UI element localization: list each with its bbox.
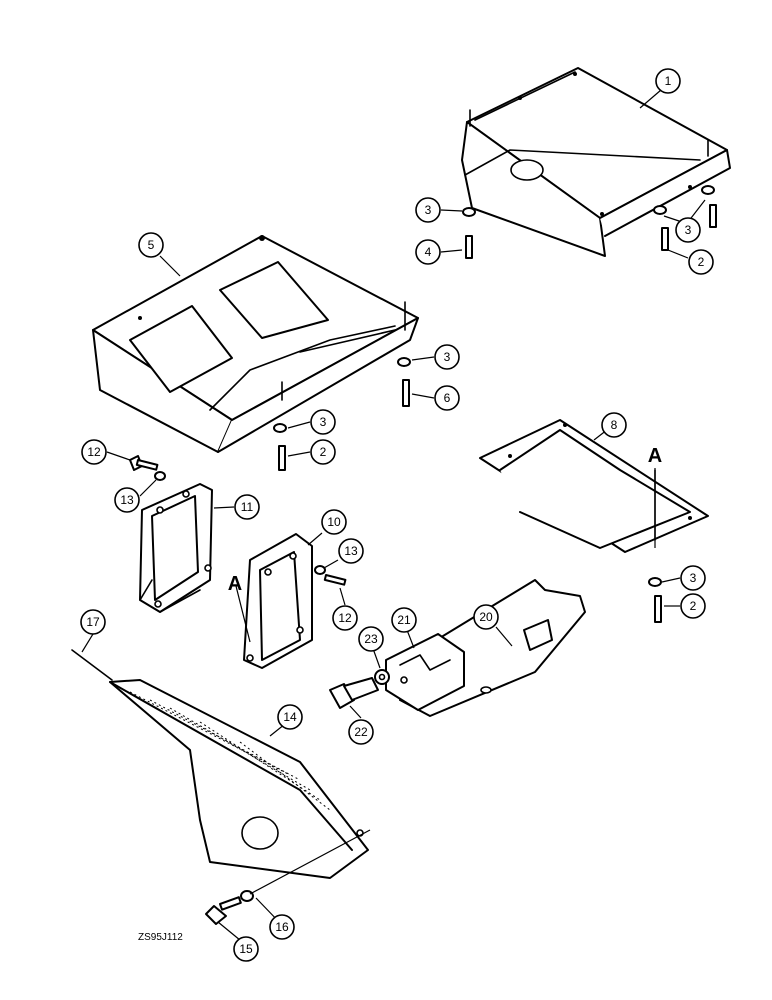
- svg-text:3: 3: [425, 203, 432, 217]
- svg-text:4: 4: [425, 245, 432, 259]
- callout-15: 15: [233, 936, 259, 962]
- svg-text:3: 3: [320, 415, 327, 429]
- svg-text:13: 13: [344, 544, 358, 558]
- svg-text:3: 3: [444, 350, 451, 364]
- callout-12b: 12: [332, 605, 358, 631]
- callout-23: 23: [358, 626, 384, 652]
- callout-2c: 2: [680, 593, 706, 619]
- drawing-code: ZS95J112: [138, 932, 183, 943]
- svg-text:5: 5: [148, 238, 155, 252]
- shield-part-5: [92, 235, 419, 453]
- callout-4: 4: [415, 239, 441, 265]
- hardware: [129, 185, 717, 925]
- callout-3b: 3: [675, 217, 701, 243]
- svg-text:3: 3: [690, 571, 697, 585]
- callout-13a: 13: [114, 487, 140, 513]
- shield-part-1: [461, 67, 731, 257]
- bolt-part-22: [329, 677, 379, 709]
- callout-12a: 12: [81, 439, 107, 465]
- svg-text:12: 12: [87, 445, 101, 459]
- svg-text:11: 11: [241, 500, 254, 514]
- svg-text:2: 2: [698, 255, 705, 269]
- callout-14: 14: [277, 704, 303, 730]
- svg-text:15: 15: [239, 942, 253, 956]
- callout-8: 8: [601, 412, 627, 438]
- svg-text:1: 1: [665, 74, 672, 88]
- callout-17: 17: [80, 609, 106, 635]
- svg-text:20: 20: [479, 610, 493, 624]
- reference-letter-a-right: A: [648, 445, 662, 467]
- svg-text:8: 8: [611, 418, 618, 432]
- clamp-part-21: [385, 633, 465, 711]
- bracket-part-10: [243, 533, 313, 669]
- callout-10: 10: [321, 509, 347, 535]
- callout-11: 11: [234, 494, 260, 520]
- callout-22: 22: [348, 719, 374, 745]
- callout-2b: 2: [310, 439, 336, 465]
- svg-text:12: 12: [338, 611, 352, 625]
- svg-text:2: 2: [690, 599, 697, 613]
- callout-13b: 13: [338, 538, 364, 564]
- rod-part-17: [71, 649, 113, 681]
- svg-text:14: 14: [283, 710, 297, 724]
- shield-part-8: [479, 419, 709, 553]
- washer-part-23: [374, 669, 390, 685]
- callout-3e: 3: [680, 565, 706, 591]
- svg-text:2: 2: [320, 445, 327, 459]
- svg-text:10: 10: [327, 515, 341, 529]
- callout-3d: 3: [310, 409, 336, 435]
- callout-21: 21: [391, 607, 417, 633]
- callout-3c: 3: [434, 344, 460, 370]
- svg-text:23: 23: [364, 632, 378, 646]
- reference-letter-a-left: A: [228, 573, 242, 595]
- callout-3a: 3: [415, 197, 441, 223]
- svg-text:6: 6: [444, 391, 451, 405]
- svg-text:21: 21: [397, 613, 411, 627]
- callout-16: 16: [269, 914, 295, 940]
- callout-20: 20: [473, 604, 499, 630]
- svg-text:13: 13: [120, 493, 134, 507]
- svg-text:22: 22: [354, 725, 368, 739]
- svg-text:16: 16: [275, 920, 289, 934]
- callout-1: 1: [655, 68, 681, 94]
- callout-5: 5: [138, 232, 164, 258]
- callout-2a: 2: [688, 249, 714, 275]
- bracket-part-11: [139, 483, 213, 613]
- svg-text:3: 3: [685, 223, 692, 237]
- svg-text:17: 17: [86, 615, 100, 629]
- callouts: 1 3 3 2 4 5 3 6 3 2 12 13 11 10 13 12 8 …: [80, 68, 714, 962]
- callout-6: 6: [434, 385, 460, 411]
- step-part-14: [109, 679, 369, 879]
